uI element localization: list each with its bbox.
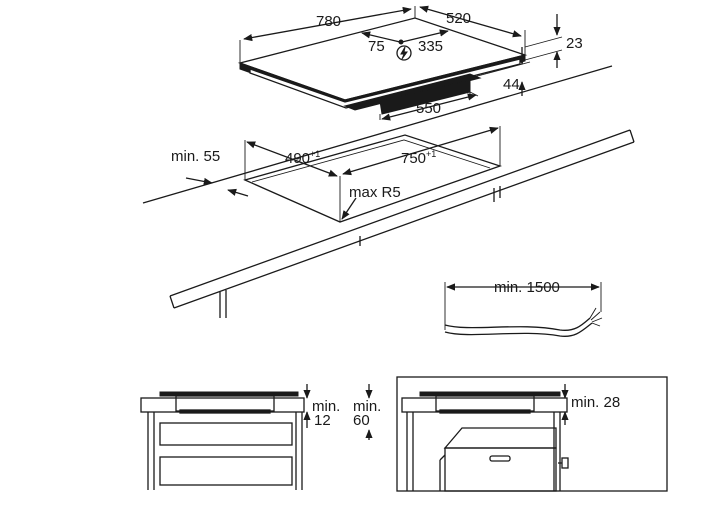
worktop-section-right <box>401 397 568 413</box>
dim-clearance-a-line1: min. <box>312 398 340 415</box>
dim-clearance-oven: min. 28 <box>571 394 620 411</box>
dim-cutout-width: 750+1 <box>401 149 436 167</box>
dim-glass-thickness: 23 <box>566 35 583 52</box>
hob-box-section-left <box>175 395 275 412</box>
drawer-upper <box>159 422 293 446</box>
oven-body <box>444 447 557 492</box>
dim-clearance-a-line2: 12 <box>314 412 331 429</box>
cable-entry-point <box>398 39 404 45</box>
dim-corner-radius: max R5 <box>349 184 401 201</box>
power-lightning-icon <box>396 45 412 61</box>
dim-hob-depth: 520 <box>446 10 471 27</box>
power-cable <box>444 317 591 331</box>
worktop-drawing: min. 55 490+1 750+1 max R5 <box>142 65 635 318</box>
dim-hob-width: 780 <box>316 13 341 30</box>
drawer-lower <box>159 456 293 486</box>
dim-box-width: 550 <box>416 100 441 117</box>
section-left-drawers: min. 12 min. 60 <box>140 384 381 490</box>
cable-drawing: min. 1500 <box>444 279 603 337</box>
worktop-section-left <box>140 397 305 413</box>
hob-glass-top <box>237 17 528 101</box>
dim-cable-length: min. 1500 <box>494 279 560 296</box>
worktop-cutout <box>243 134 503 223</box>
oven-knob <box>561 457 569 469</box>
section-right-oven: min. 28 <box>396 376 668 492</box>
dim-min-edge: min. 55 <box>171 148 220 165</box>
hob-drawing: 780 520 75 335 23 44 550 <box>237 5 583 121</box>
hob-box-top <box>343 73 482 111</box>
dim-cutout-depth: 490+1 <box>285 149 320 167</box>
worktop-back-edge <box>142 65 613 204</box>
dim-cable-right: 335 <box>418 38 443 55</box>
worktop-front-edge <box>169 129 631 297</box>
oven-handle <box>489 455 511 462</box>
dim-cable-left: 75 <box>368 38 385 55</box>
oven-top <box>443 427 557 449</box>
hob-box-section-right <box>435 395 535 412</box>
dim-hob-height: 44 <box>503 76 520 93</box>
dim-clearance-b-line2: 60 <box>353 412 370 429</box>
dim-clearance-b-line1: min. <box>353 398 381 415</box>
